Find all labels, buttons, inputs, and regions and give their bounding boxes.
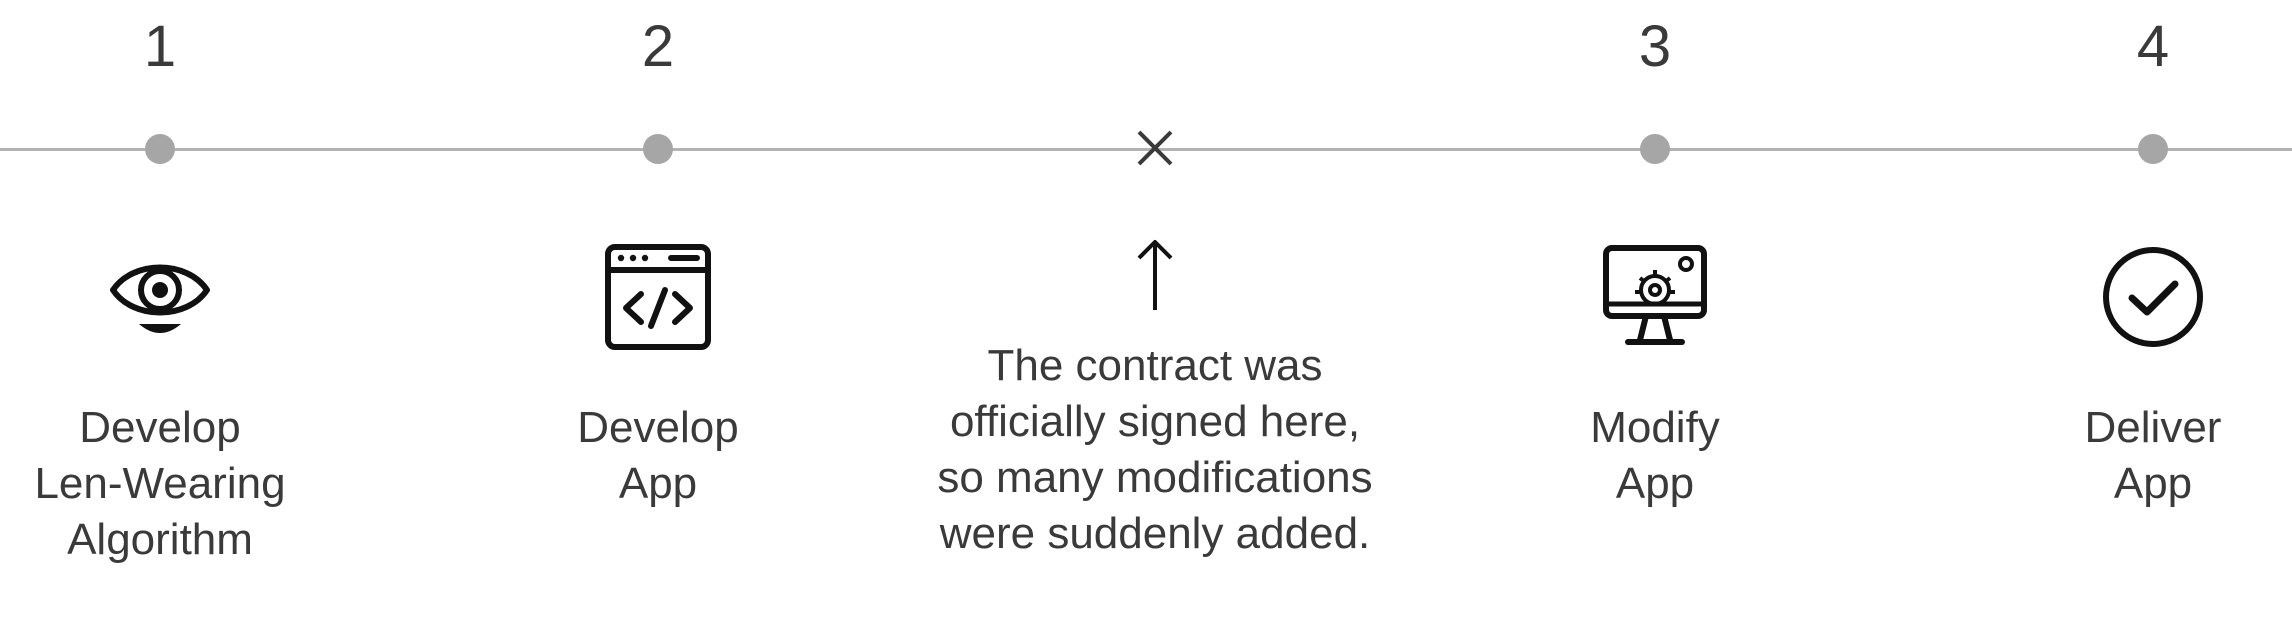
check-circle-icon: [2103, 247, 2203, 347]
step-label-2-line-1: Develop: [577, 403, 739, 452]
step-label-1-line-1: Develop: [79, 403, 241, 452]
eye-icon: [110, 264, 210, 333]
step-label-1-line-3: Algorithm: [67, 515, 253, 564]
code-window-icon: [605, 244, 711, 350]
cross-icon: [1137, 130, 1173, 166]
step-label-4: Deliver App: [1993, 400, 2292, 512]
contract-note-line-2: officially signed here,: [949, 397, 1361, 446]
step-label-2-line-2: App: [618, 459, 698, 508]
step-label-4-line-2: App: [2113, 459, 2193, 508]
step-label-4-line-1: Deliver: [2084, 403, 2222, 452]
timeline-line: [0, 148, 2292, 151]
step-label-3-line-2: App: [1615, 459, 1695, 508]
step-number-2: 2: [641, 14, 675, 79]
arrow-up-icon: [1137, 240, 1173, 310]
timeline-dot-4: [2138, 134, 2168, 164]
contract-note-line-1: The contract was: [987, 341, 1323, 390]
step-label-2: Develop App: [498, 400, 818, 512]
step-label-1: Develop Len-Wearing Algorithm: [0, 400, 320, 568]
contract-note-line-3: so many modifications: [937, 453, 1373, 502]
step-number-1: 1: [143, 14, 177, 79]
step-number-4: 4: [2136, 14, 2170, 79]
contract-note-line-4: were suddenly added.: [939, 509, 1371, 558]
timeline-dot-3: [1640, 134, 1670, 164]
step-label-3-line-1: Modify: [1590, 403, 1720, 452]
step-label-3: Modify App: [1495, 400, 1815, 512]
timeline-dot-2: [643, 134, 673, 164]
contract-note: The contract was officially signed here,…: [895, 338, 1415, 562]
step-number-3: 3: [1638, 14, 1672, 79]
step-label-1-line-2: Len-Wearing: [34, 459, 286, 508]
monitor-gear-icon: [1603, 245, 1707, 345]
timeline-dot-1: [145, 134, 175, 164]
